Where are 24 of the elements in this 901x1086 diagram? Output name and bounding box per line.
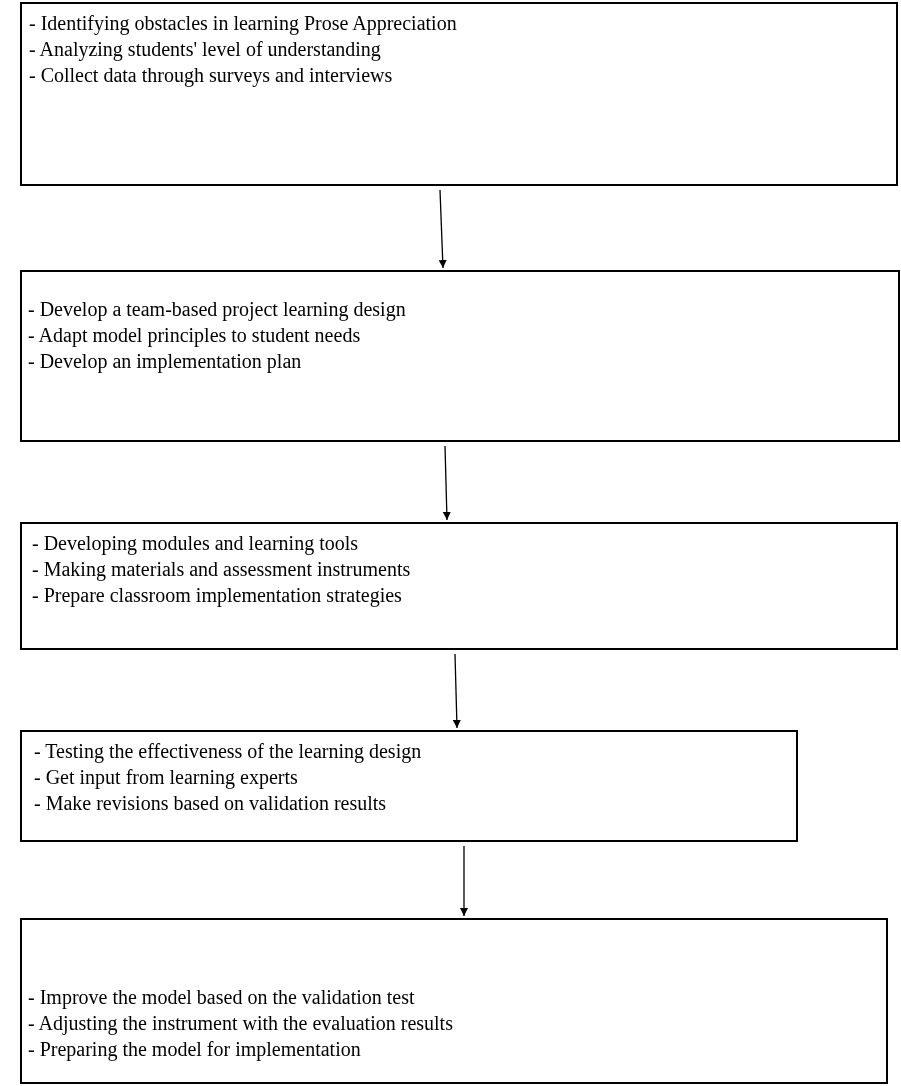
step-text: - Develop an implementation plan	[28, 349, 302, 374]
step-text: - Prepare classroom implementation strategies	[32, 583, 402, 608]
step-text: - Adapt model principles to student needs	[28, 323, 361, 348]
step-text: - Make revisions based on validation results	[34, 791, 387, 816]
process-box	[20, 270, 900, 442]
step-text: - Analyzing students' level of understanding	[29, 37, 381, 62]
step-text: - Develop a team-based project learning design	[28, 297, 406, 322]
step-text: - Get input from learning experts	[34, 765, 298, 790]
arrow	[452, 653, 461, 729]
process-box	[20, 2, 898, 186]
step-text: - Making materials and assessment instruments	[32, 557, 411, 582]
process-box	[20, 730, 798, 842]
step-text: - Preparing the model for implementation	[28, 1037, 361, 1062]
process-box	[20, 522, 898, 650]
step-text: - Adjusting the instrument with the evaluation results	[28, 1011, 453, 1036]
step-text: - Testing the effectiveness of the learning design	[34, 739, 422, 764]
process-box	[20, 918, 888, 1084]
step-text: - Identifying obstacles in learning Prose Appreciation	[29, 11, 457, 36]
arrow	[438, 189, 447, 269]
step-text: - Improve the model based on the validation test	[28, 985, 415, 1010]
step-text: - Developing modules and learning tools	[32, 531, 359, 556]
arrow	[442, 445, 451, 521]
arrow	[460, 845, 468, 917]
step-text: - Collect data through surveys and interviews	[29, 63, 393, 88]
